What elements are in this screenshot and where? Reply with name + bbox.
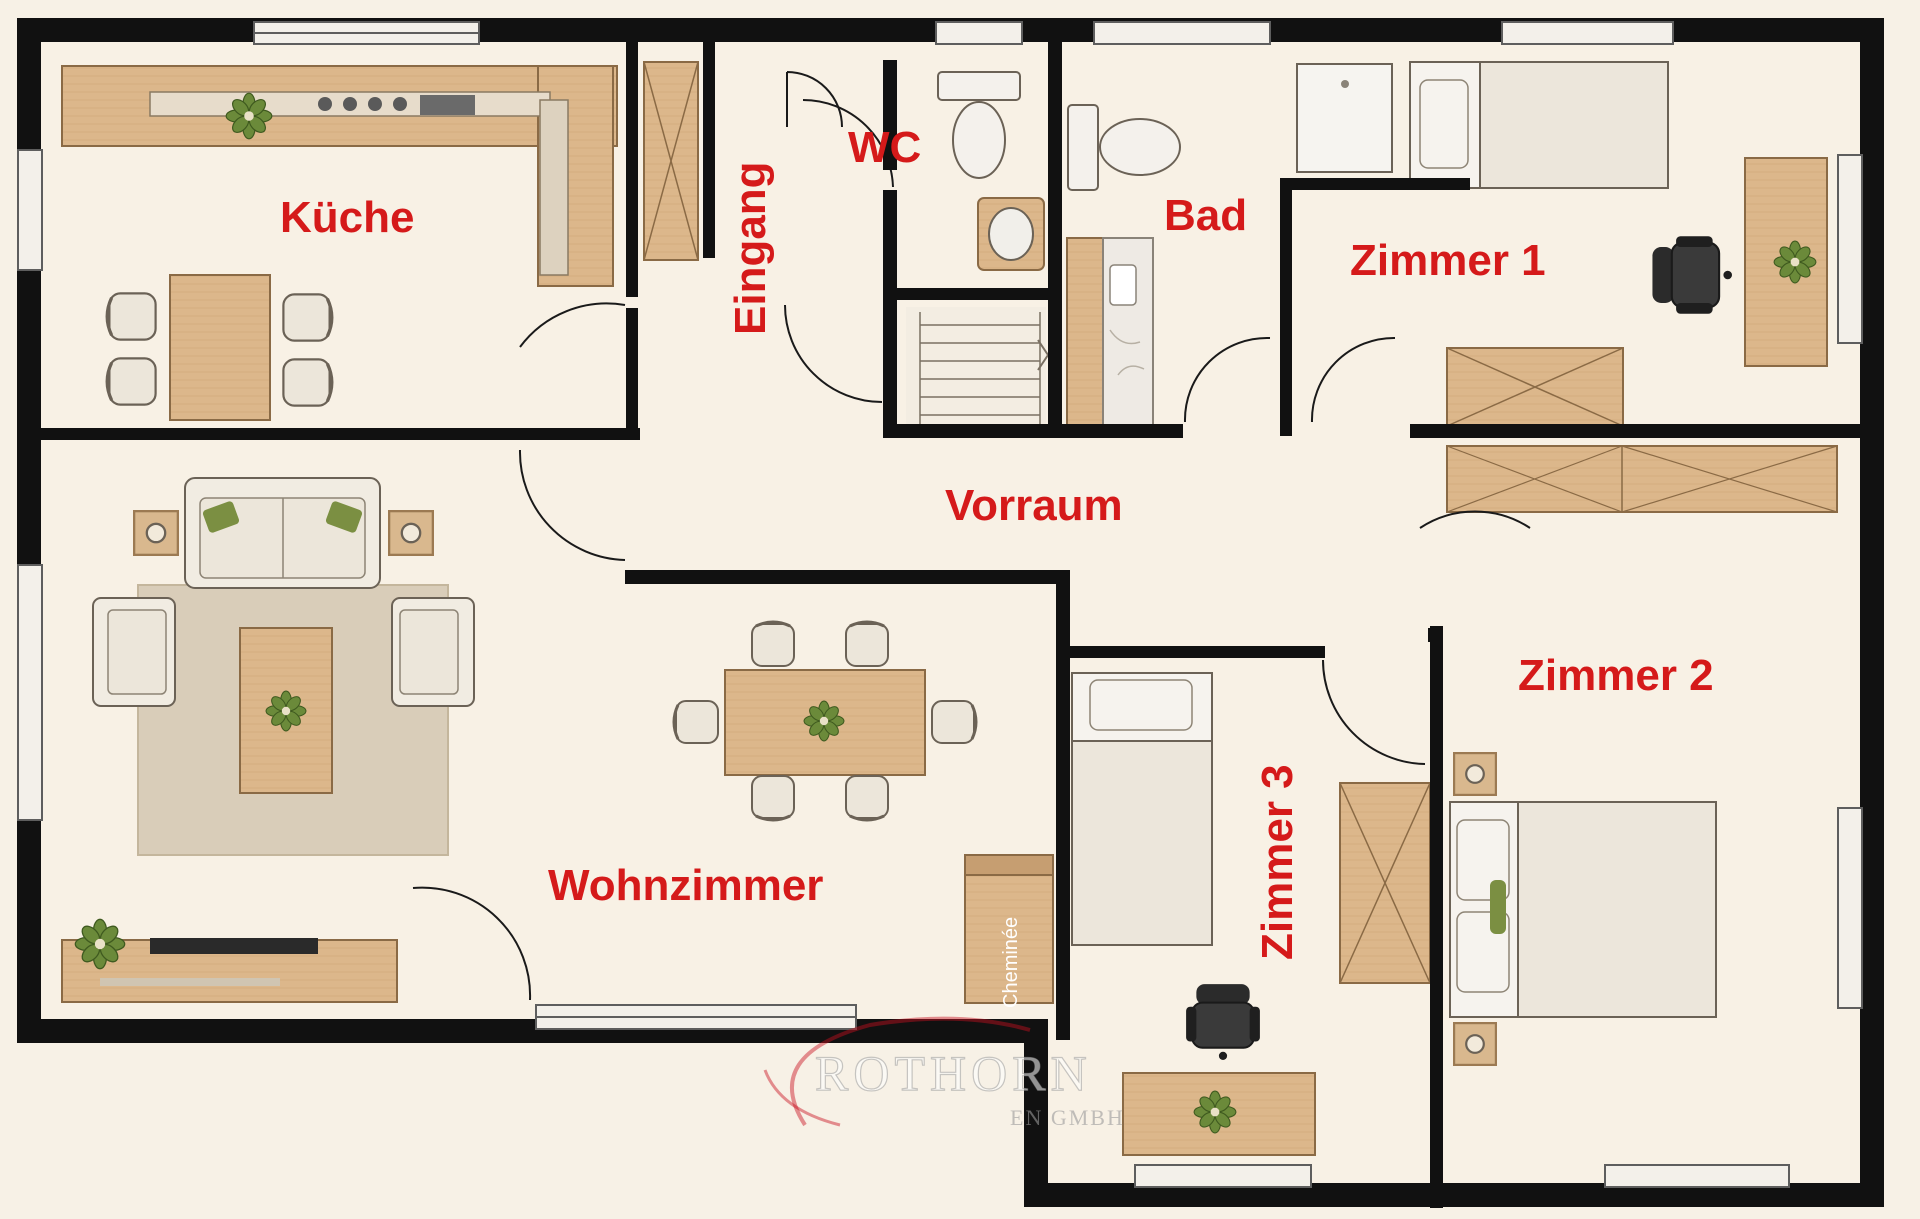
kitchen-counter xyxy=(61,65,618,287)
windows xyxy=(17,21,1863,1188)
kitchen-dining-table xyxy=(105,274,334,421)
armchair xyxy=(92,597,176,707)
room-label-zimmer-3: Zimmer 3 xyxy=(1253,764,1302,960)
watermark-subtitle: EN GMBH xyxy=(1010,1105,1125,1130)
bed-zimmer-3 xyxy=(1071,672,1213,946)
bathroom-vanity xyxy=(1066,237,1154,427)
bed-zimmer-1 xyxy=(1409,61,1669,189)
kitchen-pantry-cabinet xyxy=(643,61,699,261)
fireplace-label: Cheminée xyxy=(1000,917,1022,1008)
bed-zimmer-2 xyxy=(1449,801,1717,1018)
desk-zimmer-3 xyxy=(1122,1072,1316,1156)
room-label-bad: Bad xyxy=(1164,191,1247,240)
dining-table xyxy=(672,620,978,822)
wardrobe-zimmer-1 xyxy=(1446,347,1624,427)
wardrobe-zimmer-3 xyxy=(1339,782,1431,984)
room-label-zimmer-2: Zimmer 2 xyxy=(1518,651,1714,700)
room-label-eingang: Eingang xyxy=(726,161,775,335)
room-label-zimmer-1: Zimmer 1 xyxy=(1350,236,1546,285)
room-label-vorraum: Vorraum xyxy=(945,481,1123,530)
watermark-logo: ROTHORN EN GMBH xyxy=(763,1016,1125,1130)
side-table-lamp xyxy=(388,509,434,557)
nightstand-zimmer-2 xyxy=(1453,752,1497,796)
fireplace xyxy=(964,854,1054,1004)
room-label-wohnzimmer: Wohnzimmer xyxy=(548,861,823,910)
wc-toilet xyxy=(937,71,1021,179)
tv-sideboard xyxy=(61,918,398,1003)
wardrobe-zimmer-2 xyxy=(1446,445,1838,513)
bathroom-toilet xyxy=(1067,104,1181,191)
sofa xyxy=(184,477,381,589)
nightstand-zimmer-2 xyxy=(1453,1022,1497,1066)
room-label-kueche: Küche xyxy=(280,193,414,242)
armchair xyxy=(391,597,475,707)
wc-sink xyxy=(977,197,1045,271)
room-label-wc: WC xyxy=(848,123,921,172)
desk-zimmer-1 xyxy=(1744,157,1828,367)
shower xyxy=(1296,63,1393,173)
staircase xyxy=(906,307,1050,427)
coffee-table xyxy=(239,627,333,794)
side-table-lamp xyxy=(133,509,179,557)
door-swings xyxy=(412,71,1531,1001)
watermark-title: ROTHORN xyxy=(815,1045,1092,1101)
